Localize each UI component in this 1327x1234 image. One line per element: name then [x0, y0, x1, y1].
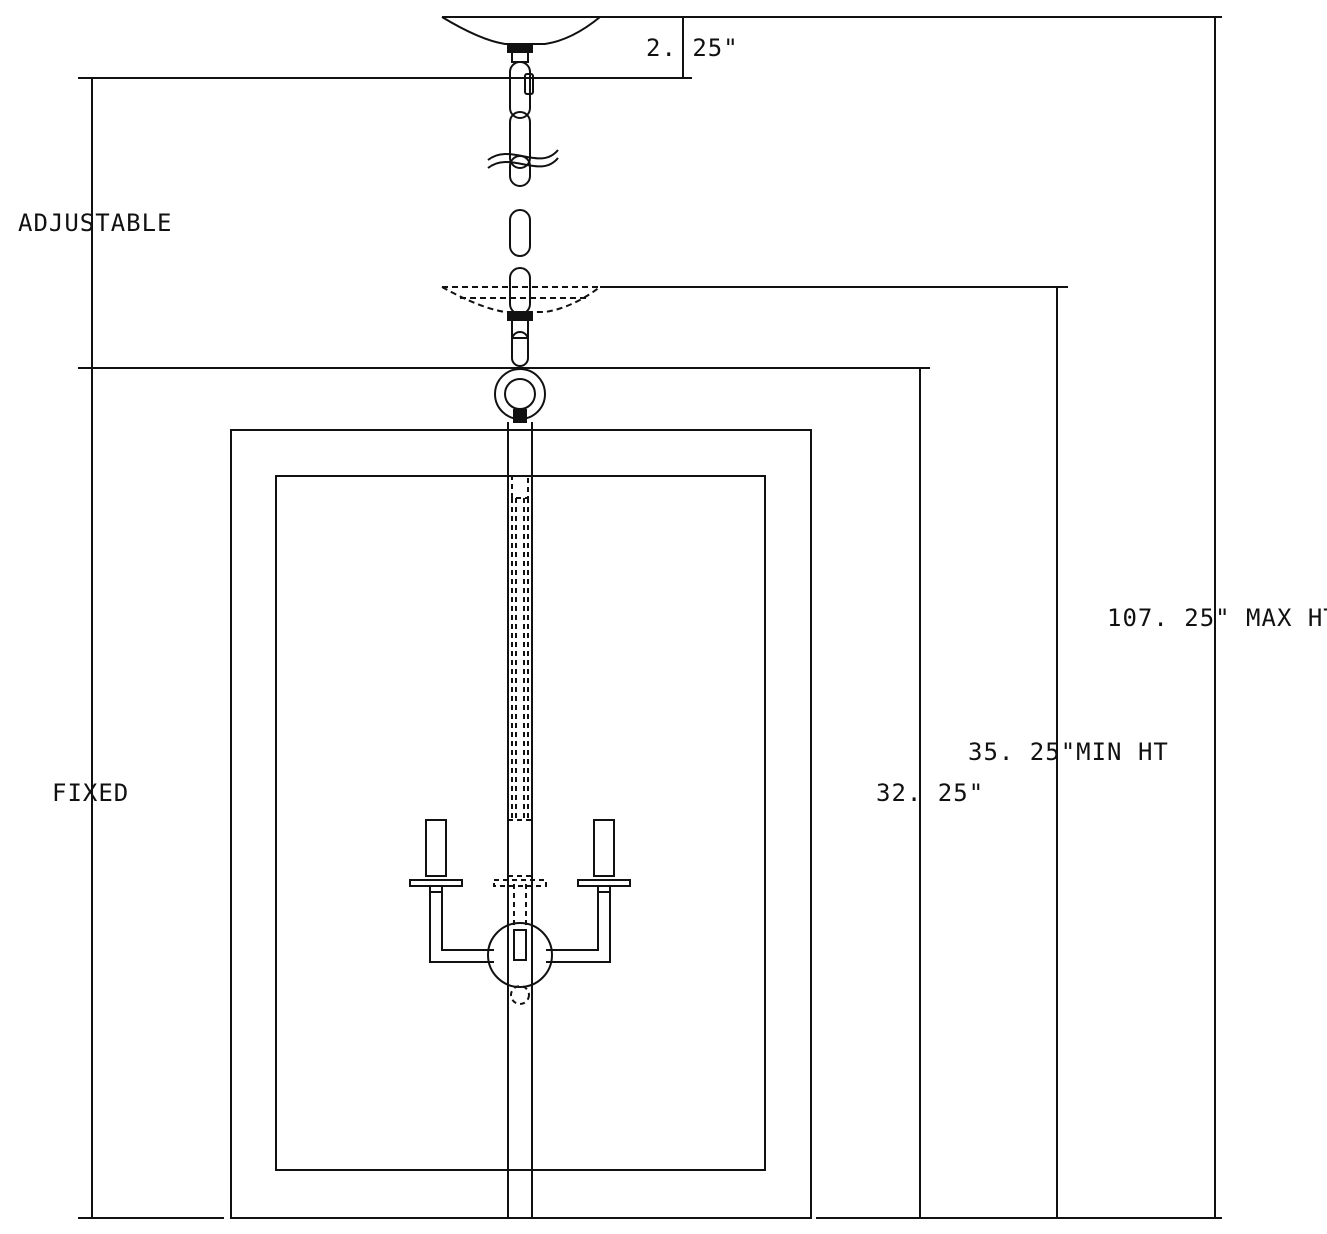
- max-height-label: 107. 25" MAX HT: [1107, 604, 1327, 632]
- lowered-canopy: [441, 286, 601, 313]
- center-candle-cup: [493, 879, 547, 887]
- canopy-height-label: 2. 25": [646, 34, 739, 62]
- arm-hub: [487, 922, 553, 988]
- loop-ring-inner: [504, 378, 536, 410]
- center-rod: [507, 422, 533, 1218]
- left-candle: [425, 819, 447, 877]
- chain: [487, 61, 559, 315]
- body-height-label: 32. 25": [876, 779, 984, 807]
- fixed-label: FIXED: [52, 779, 129, 807]
- right-candle: [593, 819, 615, 877]
- canopy-stem: [507, 311, 533, 367]
- dimension-lines: [78, 16, 1222, 1219]
- min-height-label: 35. 25"MIN HT: [968, 738, 1169, 766]
- outer-frame: [230, 429, 812, 1219]
- adjustable-label: ADJUSTABLE: [18, 209, 173, 237]
- inner-frame: [275, 475, 766, 1171]
- ceiling-canopy: [441, 16, 601, 63]
- candle-arms: [409, 819, 631, 988]
